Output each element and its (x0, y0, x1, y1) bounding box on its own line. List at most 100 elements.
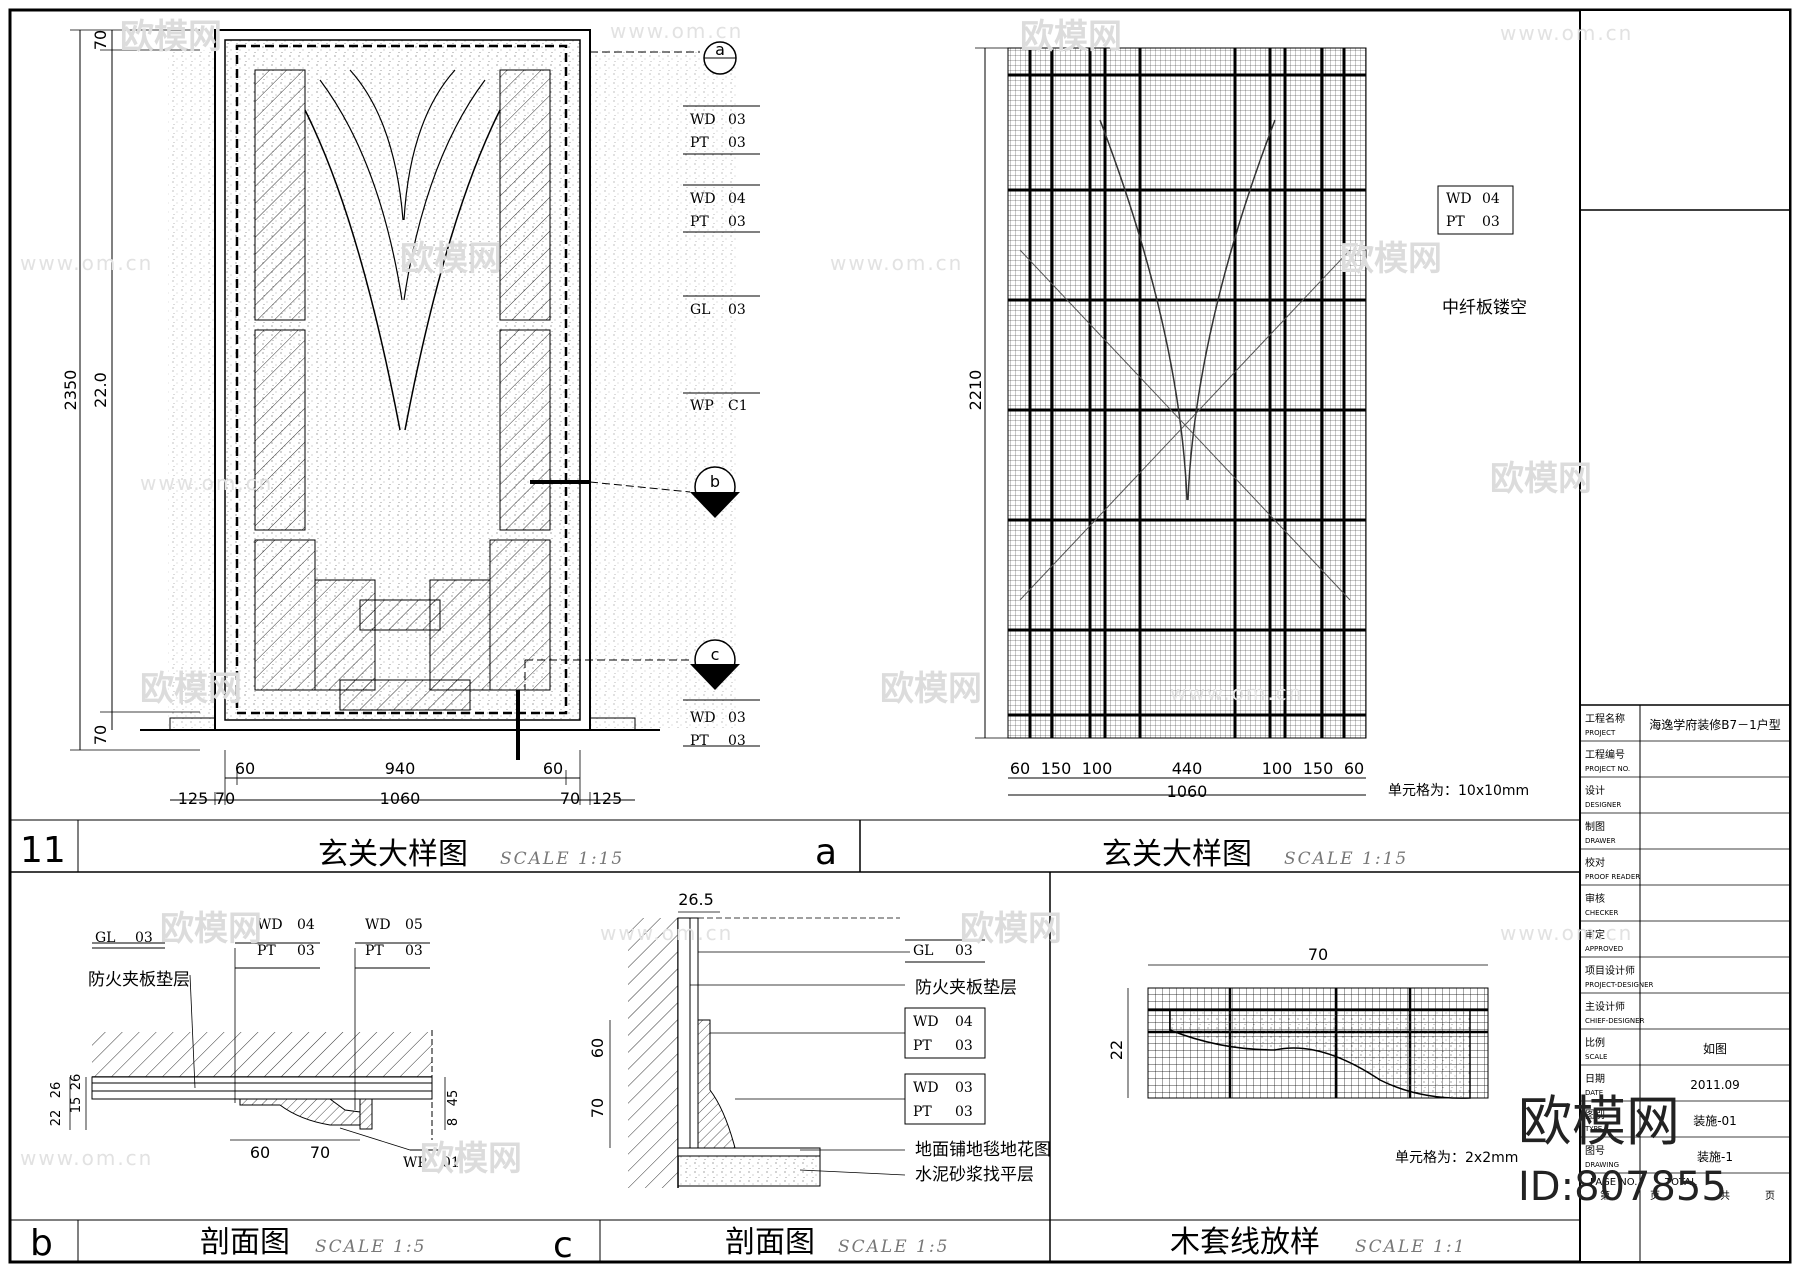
section-b-letter: b (30, 1223, 53, 1264)
marker-b-label: b (710, 472, 720, 491)
tag-num: 03 (728, 302, 746, 318)
grid-dim: 150 (1303, 759, 1334, 778)
secb-note: 防火夹板垫层 (88, 970, 190, 990)
watermark-brand: 欧模网 (1340, 239, 1442, 279)
title-block-label-en: APPROVED (1585, 945, 1623, 953)
dim-b-940: 940 (385, 759, 416, 778)
secb-tag-code: WD (257, 917, 283, 933)
secb-tag-code: GL (95, 930, 115, 946)
secb-tag-num: 03 (405, 943, 423, 959)
title-block-label-en: DESIGNER (1585, 801, 1621, 809)
marker-a-label: a (715, 40, 725, 59)
molding-title: 木套线放样 (1170, 1225, 1320, 1260)
grid-tag-box (1437, 185, 1514, 235)
grid-layout-detail: 2210 60 150 100 440 100 150 60 1060 WD 0… (966, 47, 1529, 872)
grid-note: 中纤板镂空 (1442, 298, 1527, 318)
tag-code: PT (690, 214, 709, 230)
watermark-brand: 欧模网 (400, 239, 502, 279)
secb-dim: 60 (250, 1143, 270, 1162)
panel-outline-dashed (235, 44, 568, 715)
title-block-label-cn: 主设计师 (1585, 1000, 1625, 1013)
tag-num: C1 (728, 398, 748, 414)
title-block-label-cn: 日期 (1585, 1073, 1605, 1085)
grid-dim: 100 (1082, 759, 1113, 778)
tag-code: WD (690, 112, 716, 128)
secb-tag-code: WD (365, 917, 391, 933)
elevation-dims-bottom: 60 940 60 125 70 1060 70 125 (170, 750, 635, 808)
title-block-label-en: SCALE (1585, 1053, 1607, 1061)
tag-num: 04 (728, 191, 746, 207)
title-block-label-en: PROOF READER (1585, 873, 1640, 881)
secb-tag-num: 03 (135, 930, 153, 946)
title-block-label-cn: 设计 (1585, 784, 1605, 797)
tag-code: WD (690, 710, 716, 726)
secb-dim: 22 (49, 1110, 64, 1127)
tag-num: 03 (728, 112, 746, 128)
title-block-footer-label: 页 (1650, 1190, 1660, 1202)
dim-b-70-left: 70 (215, 789, 235, 808)
watermark-url: www.om.cn (1500, 21, 1633, 45)
dim-bottom-70: 70 (91, 725, 110, 745)
dim-b-125-right: 125 (592, 789, 623, 808)
title-block-value: 2011.09 (1690, 1078, 1740, 1092)
section-c-letter: c (553, 1225, 573, 1266)
section-b-title: 剖面图 (200, 1225, 290, 1260)
wall-hatch (628, 918, 678, 1188)
carved-pattern (254, 69, 551, 711)
secb-dim: 8 (446, 1118, 461, 1126)
molding-profile (239, 1098, 361, 1126)
title-block-footer-label: PAGE NO. (1590, 1177, 1637, 1188)
title-block-label-en: DRAWER (1585, 837, 1616, 845)
grid-tag-num2: 03 (1482, 214, 1500, 230)
tag-num: 03 (728, 135, 746, 151)
watermark-url: www.om.cn (20, 251, 153, 275)
skirting-left (169, 717, 216, 731)
grid-dim: 60 (1344, 759, 1364, 778)
secb-dim: 70 (310, 1143, 330, 1162)
title-block-label-en: CHIEF-DESIGNER (1585, 1017, 1645, 1025)
secc-tag-num: 03 (955, 943, 973, 959)
grid-dim-total: 1060 (1167, 782, 1208, 801)
skirting-right (589, 717, 636, 731)
section-b: GL 03 WD 04 PT 03 WD 05 PT 03 WP 01 防火夹板… (30, 917, 461, 1264)
grid-dim: 100 (1262, 759, 1293, 778)
sheet-number: 11 (20, 830, 66, 871)
molding-profile-shape (1169, 1009, 1471, 1099)
secb-tag-num: 03 (297, 943, 315, 959)
title-block-label-cn: 制图 (1585, 820, 1605, 833)
title-block-label-en: PROJECT NO. (1585, 765, 1630, 773)
title-block-value: 如图 (1703, 1041, 1727, 1056)
tag-code: PT (690, 135, 709, 151)
watermark-brand: 欧模网 (420, 1139, 522, 1179)
secb-tag-code: PT (365, 943, 384, 959)
molding-unit-note: 单元格为：2x2mm (1395, 1150, 1518, 1166)
tag-code: PT (690, 733, 709, 749)
title-block-label-cn: 工程编号 (1585, 748, 1625, 761)
grid-scale: SCALE 1:15 (1284, 849, 1408, 869)
dim-b-1060: 1060 (380, 789, 421, 808)
secc-note: 地面铺地毯地花图 (915, 1140, 1051, 1160)
molding-dim-height: 22 (1107, 1040, 1126, 1060)
secc-note: 水泥砂浆找平层 (915, 1165, 1034, 1185)
title-block-label-cn: 图别 (1585, 1109, 1605, 1121)
watermark-url: www.om.cn (600, 921, 733, 945)
watermark-brand: 欧模网 (1490, 459, 1592, 499)
secc-tag-code: WD (913, 1014, 939, 1030)
marker-a: a (703, 40, 737, 75)
grid-dim: 60 (1010, 759, 1030, 778)
molding-layout: 70 22 单元格为：2x2mm 木套线放样 SCALE 1:1 (1107, 945, 1518, 1260)
watermark-id: ID:807855 (1518, 1164, 1727, 1210)
title-block-value: 装施-1 (1697, 1150, 1733, 1164)
title-block-footer-label: 共 (1720, 1190, 1730, 1202)
dim-panel-height: 22.0 (91, 372, 110, 408)
entrance-elevation: a b c 70 2350 22.0 70 (20, 29, 837, 873)
grid-unit-note: 单元格为：10x10mm (1388, 783, 1529, 799)
elevation-scale: SCALE 1:15 (500, 849, 624, 869)
tag-num: 03 (728, 214, 746, 230)
secb-dim: 26 (69, 1074, 84, 1091)
title-block-footer-label: 第 (1600, 1189, 1610, 1202)
title-block-label-en: PROJECT (1585, 729, 1616, 737)
